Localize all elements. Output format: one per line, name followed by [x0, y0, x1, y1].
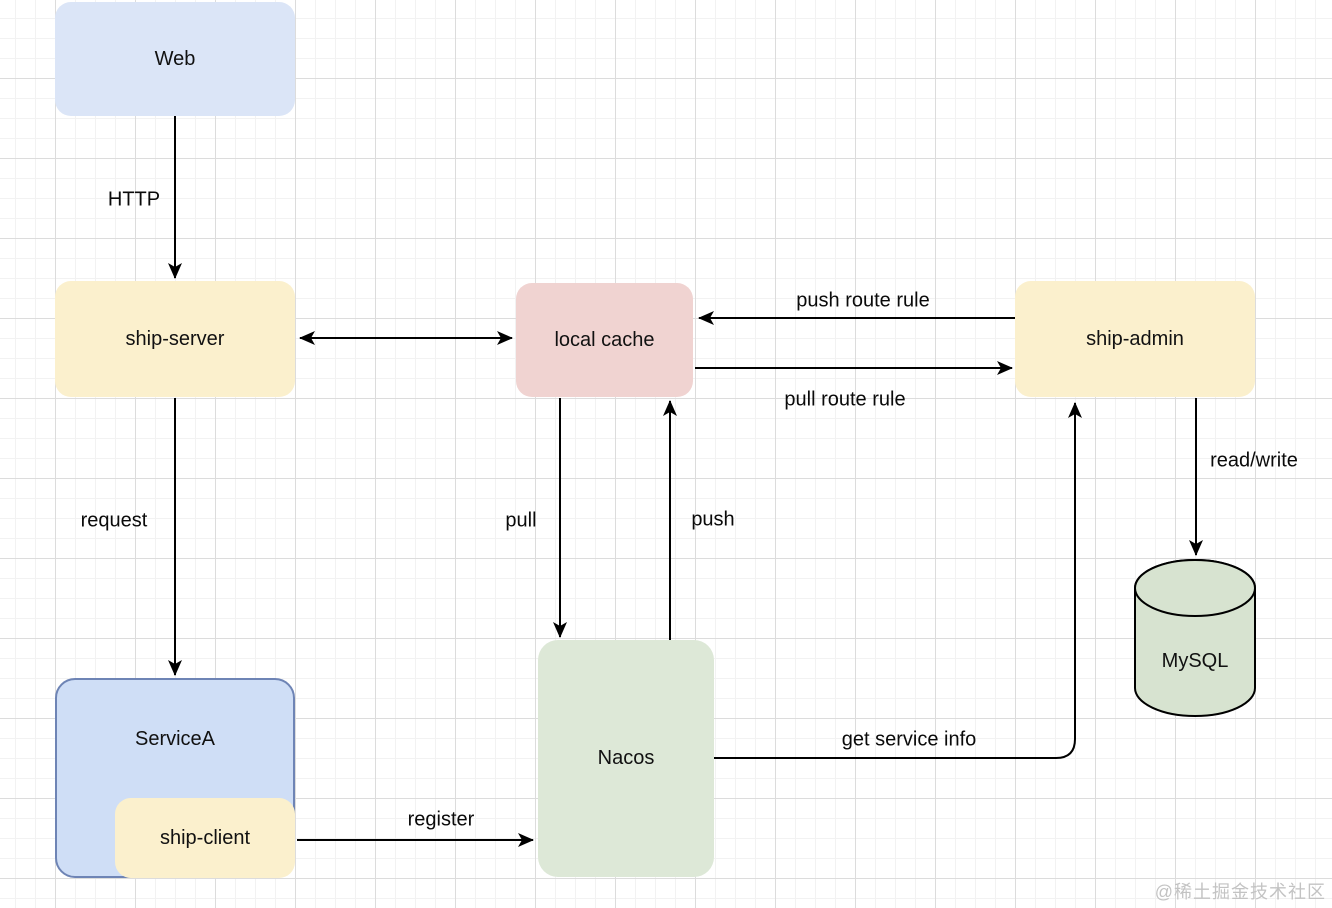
node-mysql-label: MySQL — [1161, 650, 1229, 672]
node-nacos: Nacos — [538, 640, 714, 877]
edge-label-pull-route-rule: pull route rule — [784, 388, 906, 411]
node-ship-admin-label: ship-admin — [1086, 327, 1184, 350]
edge-label-request: request — [80, 509, 148, 532]
node-service-a-label: ServiceA — [134, 728, 216, 750]
node-ship-client: ship-client — [115, 798, 295, 878]
watermark: @稀土掘金技术社区 — [1154, 882, 1326, 902]
node-ship-server-label: ship-server — [125, 327, 225, 350]
node-nacos-label: Nacos — [597, 747, 655, 769]
node-ship-admin: ship-admin — [1015, 281, 1255, 397]
node-local-cache-label: local cache — [554, 328, 655, 351]
edge-label-push-route-rule: push route rule — [796, 289, 930, 312]
node-web: Web — [55, 2, 295, 116]
edge-get-service-info — [714, 402, 1082, 759]
edge-label-register: register — [407, 808, 475, 831]
node-web-label: Web — [154, 47, 196, 70]
edge-label-push: push — [691, 508, 735, 531]
node-ship-server: ship-server — [55, 281, 295, 397]
edge-label-get-service-info: get service info — [841, 728, 977, 751]
node-mysql-cylinder — [1134, 559, 1256, 717]
edge-label-pull: pull — [505, 509, 537, 532]
node-ship-client-label: ship-client — [159, 826, 251, 849]
edge-label-read-write: read/write — [1210, 449, 1298, 472]
node-local-cache: local cache — [516, 283, 693, 397]
edge-label-http: HTTP — [107, 188, 161, 211]
